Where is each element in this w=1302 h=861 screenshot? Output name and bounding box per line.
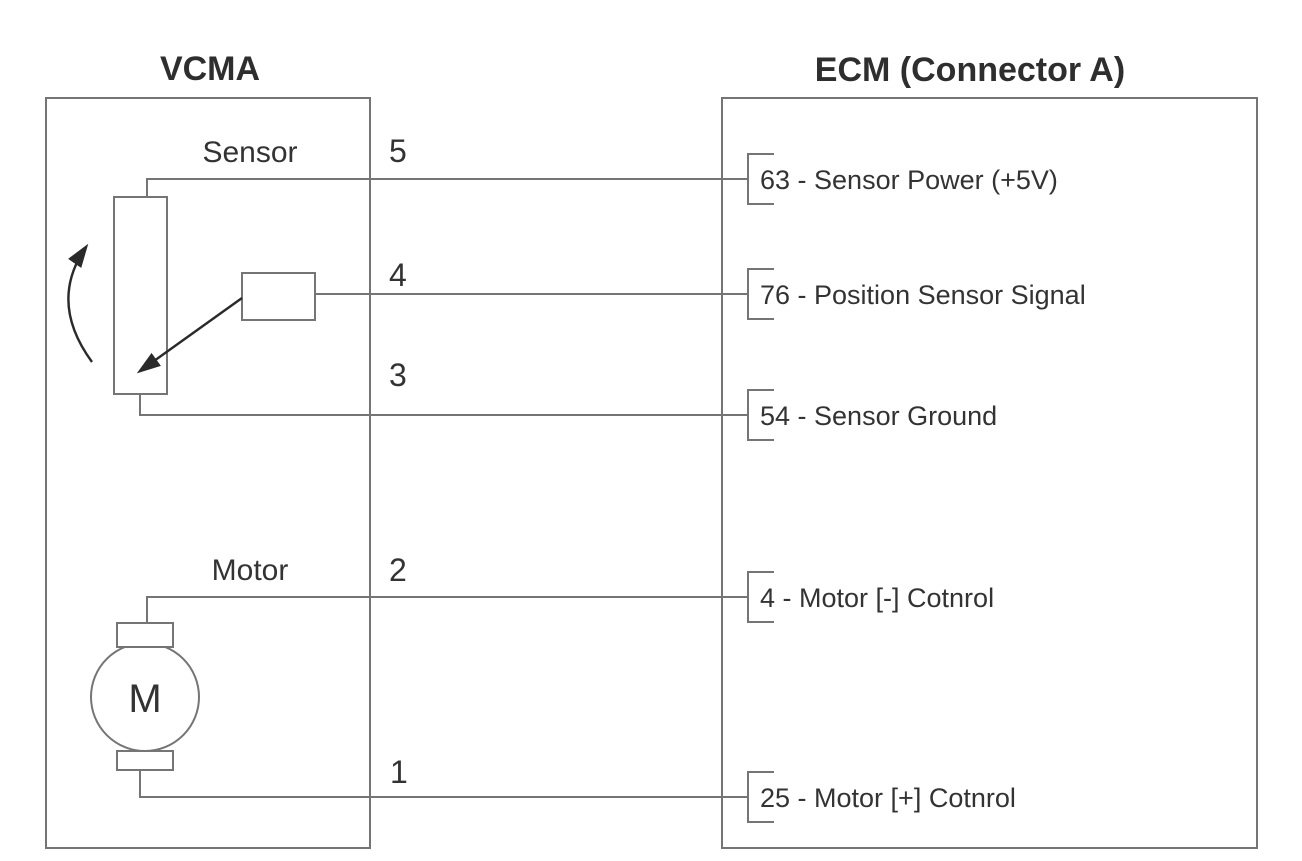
vcma-pin-number-1: 1 <box>390 754 408 790</box>
ecm-title: ECM (Connector A) <box>815 51 1125 89</box>
connection-pin4: 4 76 - Position Sensor Signal <box>315 257 1086 320</box>
ecm-pin-label-25: 25 - Motor [+] Cotnrol <box>760 783 1016 813</box>
rotation-arrow-icon <box>67 243 93 363</box>
wire-pin2 <box>146 596 748 623</box>
ecm-pin-bracket-25 <box>747 771 774 823</box>
wire-pin1 <box>139 770 748 798</box>
vcma-pin-number-2: 2 <box>389 552 407 588</box>
sensor-section-label: Sensor <box>202 136 297 169</box>
motor-symbol: M <box>128 677 161 721</box>
vcma-pin-number-3: 3 <box>389 357 407 393</box>
wire-pin5 <box>146 178 748 198</box>
ecm-pin-label-63: 63 - Sensor Power (+5V) <box>760 165 1058 195</box>
wiper-arrow-icon <box>136 297 243 374</box>
motor-terminal-bottom <box>116 750 174 771</box>
connection-pin3: 3 54 - Sensor Ground <box>139 357 997 441</box>
ecm-pin-bracket-76 <box>747 268 774 320</box>
wire-pin3 <box>139 394 748 416</box>
vcma-pin-number-4: 4 <box>389 257 407 293</box>
sensor-assembly: Sensor <box>67 136 316 395</box>
vcma-pin-number-5: 5 <box>389 133 407 169</box>
motor-section-label: Motor <box>212 554 289 587</box>
vcma-title: VCMA <box>160 50 260 88</box>
connection-pin2: 2 4 - Motor [-] Cotnrol <box>146 552 994 623</box>
ecm-pin-bracket-4 <box>747 571 774 623</box>
motor-assembly: Motor M <box>90 554 289 771</box>
connection-pin5: 5 63 - Sensor Power (+5V) <box>146 133 1058 205</box>
sensor-wiper-box <box>241 272 316 321</box>
vcma-box <box>45 97 371 849</box>
ecm-pin-label-4: 4 - Motor [-] Cotnrol <box>760 583 994 613</box>
ecm-pin-bracket-63 <box>747 153 774 205</box>
ecm-pin-label-54: 54 - Sensor Ground <box>760 401 997 431</box>
ecm-pin-label-76: 76 - Position Sensor Signal <box>760 280 1086 310</box>
ecm-pin-bracket-54 <box>747 389 774 441</box>
connection-pin1: 1 25 - Motor [+] Cotnrol <box>139 754 1016 823</box>
motor-terminal-top <box>116 622 174 648</box>
ecm-box <box>721 97 1258 849</box>
sensor-potentiometer-body <box>113 196 168 395</box>
